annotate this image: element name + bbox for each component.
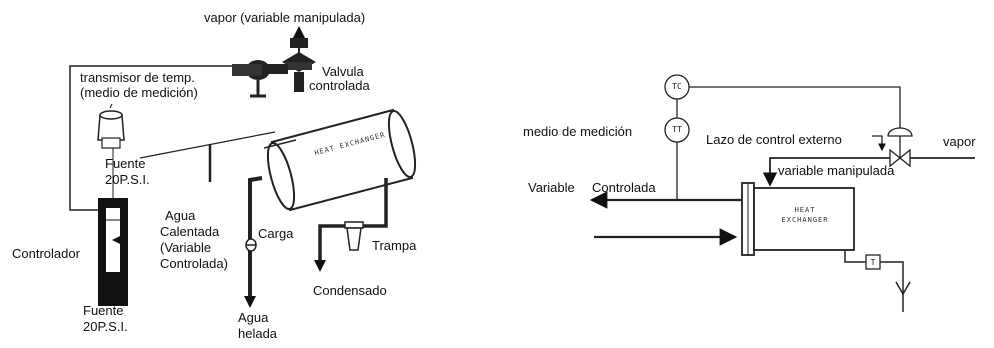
right-diagram [589,74,975,312]
agua-helada-label-1: Agua [238,310,269,325]
supply-regulator-top [97,103,125,149]
heat-exchanger-left [263,108,417,212]
tt-label: TT [672,125,682,134]
load-valve [245,238,257,252]
condensado-label: Condensado [313,283,387,298]
control-valve [282,38,316,92]
left-diagram [69,26,417,308]
carga-label: Carga [258,226,294,241]
manipulated-line [762,157,890,187]
steam-trap [344,221,364,251]
agua-calentada-label-1: Agua [165,208,196,223]
trap-line [844,250,866,263]
temperature-transmitter [232,60,288,98]
fuente-top-label-1: Fuente [105,156,146,171]
right-vapor-label: vapor [943,134,976,149]
hot-water-pipe [248,176,263,298]
variable-manipulada-label: variable manipulada [778,163,895,178]
agua-calentada-label-3: (Variable [160,240,212,255]
right-hx-line1: HEAT [794,206,816,214]
controller-box [98,198,128,306]
fuente-bottom-label-2: 20P.S.I. [83,319,128,334]
tc-label: TC [672,82,682,91]
left-vapor-label: vapor (variable manipulada) [204,10,366,25]
agua-helada-label-2: helada [238,326,278,341]
valvula-label-2: controlada [309,78,370,93]
transmisor-label-2: (medio de medición) [80,85,198,100]
external-loop-arrow [872,135,886,152]
trampa-label: Trampa [372,238,417,253]
controlada-label: Controlada [592,180,656,195]
control-signal [689,86,901,128]
fuente-top-label-2: 20P.S.I. [105,172,150,187]
drain-symbol [895,281,911,296]
transmisor-label-1: transmisor de temp. [80,70,195,85]
agua-calentada-label-4: Controlada) [160,256,228,271]
lazo-label: Lazo de control externo [706,132,842,147]
control-valve-right [889,148,911,168]
controlador-label: Controlador [12,246,80,261]
valvula-label-1: Valvula [322,64,364,79]
sensing-line [139,131,276,159]
variable-label: Variable [528,180,575,195]
medio-label: medio de medición [523,124,633,139]
agua-calentada-label-2: Calentada [160,224,220,239]
signal-line [69,65,232,211]
heat-exchanger-right [741,182,855,256]
trap-label: T [870,258,876,267]
fuente-bottom-label-1: Fuente [83,303,124,318]
valve-actuator [887,127,913,137]
right-hx-line2: EXCHANGER [781,216,829,224]
